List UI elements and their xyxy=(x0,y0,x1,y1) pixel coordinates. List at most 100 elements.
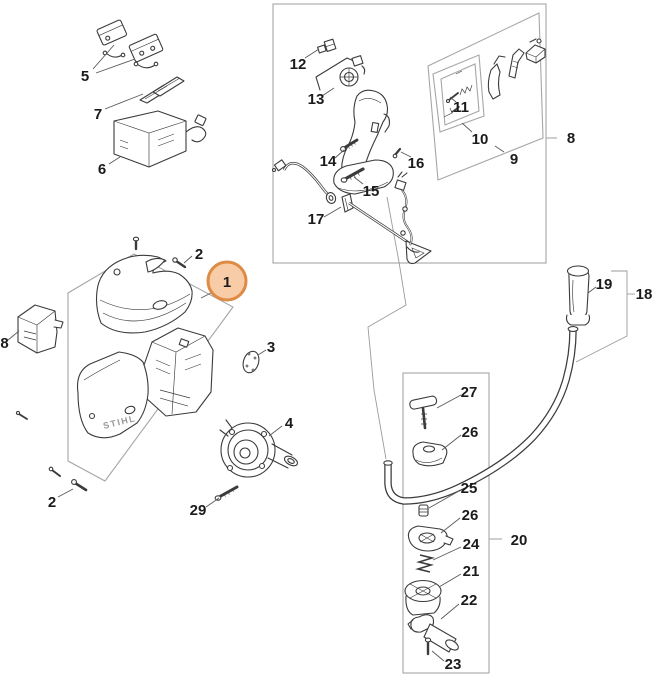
callout-25[interactable]: 25 xyxy=(461,480,478,497)
part-26-clamp-lower xyxy=(407,525,454,552)
part-17-cable-assembly xyxy=(271,159,432,265)
callout-13[interactable]: 13 xyxy=(308,91,325,108)
highlighted-callout-1[interactable]: 1 xyxy=(200,260,248,302)
assembly-box-10 xyxy=(432,54,485,133)
callout-11[interactable]: 11 xyxy=(453,99,469,116)
leader-8-left xyxy=(7,330,20,341)
part-24-spring xyxy=(415,554,435,573)
part-25-nut xyxy=(418,504,429,517)
leader-23 xyxy=(431,650,445,662)
leader-12 xyxy=(304,48,320,59)
leader-26-upper xyxy=(441,434,462,451)
leader-17 xyxy=(323,206,342,218)
housing-bottom-shell: STIHL xyxy=(76,351,149,439)
leader-22 xyxy=(440,603,460,620)
callout-26-upper[interactable]: 26 xyxy=(462,424,479,441)
part-27-wingnut xyxy=(409,395,438,430)
callout-16[interactable]: 16 xyxy=(408,155,425,172)
callout-8-left[interactable]: 8 xyxy=(0,335,8,352)
part-2-screws-bottom xyxy=(15,410,88,492)
assembly-box-9 xyxy=(427,12,544,181)
callout-9[interactable]: 9 xyxy=(510,151,518,168)
leader-11 xyxy=(449,96,457,103)
callout-8-right[interactable]: 8 xyxy=(567,130,575,147)
callout-10[interactable]: 10 xyxy=(472,131,489,148)
callout-1-highlight-circle[interactable] xyxy=(208,262,246,300)
part-7-terminals xyxy=(139,76,185,104)
callout-labels: 5 7 6 12 13 14 16 15 17 11 10 9 8 2 8 3 … xyxy=(0,56,652,673)
callout-2-top[interactable]: 2 xyxy=(195,246,203,263)
part-19-grip xyxy=(565,265,591,326)
callout-4[interactable]: 4 xyxy=(285,415,294,432)
part-4-gearbox xyxy=(219,419,299,478)
part-16-screw xyxy=(392,147,402,159)
leader-13 xyxy=(321,87,335,97)
callout-2-bottom[interactable]: 2 xyxy=(48,494,56,511)
leader-19 xyxy=(587,286,597,294)
part-6-housing xyxy=(113,110,207,168)
leader-4 xyxy=(268,425,283,437)
housing-chassis xyxy=(142,327,214,417)
part-12-connector xyxy=(317,38,337,54)
part-29-bolt xyxy=(214,485,239,501)
assembly-box-20 xyxy=(402,372,490,674)
callout-19[interactable]: 19 xyxy=(596,276,613,293)
callout-20[interactable]: 20 xyxy=(511,532,528,549)
part-26-clamp-upper xyxy=(412,441,448,467)
leader-21 xyxy=(438,573,462,588)
assembly-box-11 xyxy=(440,63,480,126)
leader-5a xyxy=(92,44,115,70)
part-21-knob xyxy=(404,579,442,616)
part-14-screw xyxy=(340,138,359,152)
box-9-trigger-parts xyxy=(487,38,546,100)
callout-5[interactable]: 5 xyxy=(81,68,89,85)
leader-9 xyxy=(494,145,505,153)
leader-7 xyxy=(104,93,144,110)
housing-top-cover xyxy=(95,254,193,334)
throttle-handle-shell xyxy=(333,89,394,195)
part-15-bolt xyxy=(340,167,365,183)
callout-27[interactable]: 27 xyxy=(461,384,478,401)
callout-7[interactable]: 7 xyxy=(94,106,102,123)
leader-25 xyxy=(428,490,460,509)
leader-10 xyxy=(461,122,473,133)
callout-3[interactable]: 3 xyxy=(267,339,275,356)
leader-2-top xyxy=(183,255,193,264)
part-13-switch-dial xyxy=(315,55,366,91)
callout-23[interactable]: 23 xyxy=(445,656,462,673)
leader-3 xyxy=(257,349,267,356)
part-28-mount-block xyxy=(17,304,64,354)
callout-1[interactable]: 1 xyxy=(223,274,231,291)
leader-6 xyxy=(108,156,121,165)
part-2-screw-top xyxy=(172,257,187,269)
callout-17[interactable]: 17 xyxy=(308,211,325,228)
callout-1-highlight-ring xyxy=(206,260,248,302)
callout-14[interactable]: 14 xyxy=(320,153,337,170)
callout-18[interactable]: 18 xyxy=(636,286,653,303)
part-23-screw xyxy=(424,637,432,656)
part-5-switch-set xyxy=(96,19,164,69)
callout-6[interactable]: 6 xyxy=(98,161,106,178)
callout-26-lower[interactable]: 26 xyxy=(462,507,479,524)
callout-24[interactable]: 24 xyxy=(463,536,480,553)
callout-15[interactable]: 15 xyxy=(363,183,380,200)
callout-29[interactable]: 29 xyxy=(190,502,207,519)
part-22-pivot xyxy=(407,614,459,653)
part-18-handlebar-tube xyxy=(383,326,579,505)
callout-21[interactable]: 21 xyxy=(463,563,480,580)
leader-29 xyxy=(205,497,220,508)
leader-27 xyxy=(436,394,462,409)
leader-16 xyxy=(400,151,412,158)
leader-15 xyxy=(353,176,364,185)
leader-26-lower xyxy=(440,517,461,534)
assembly-connector-line xyxy=(367,196,407,460)
box-11-small-parts xyxy=(443,70,473,118)
part-3-cover-plate xyxy=(242,350,260,374)
screw-above-housing xyxy=(132,236,140,251)
leader-14 xyxy=(334,149,345,159)
bracket-18 xyxy=(575,270,635,363)
callout-22[interactable]: 22 xyxy=(461,592,478,609)
callout-12[interactable]: 12 xyxy=(290,56,307,73)
